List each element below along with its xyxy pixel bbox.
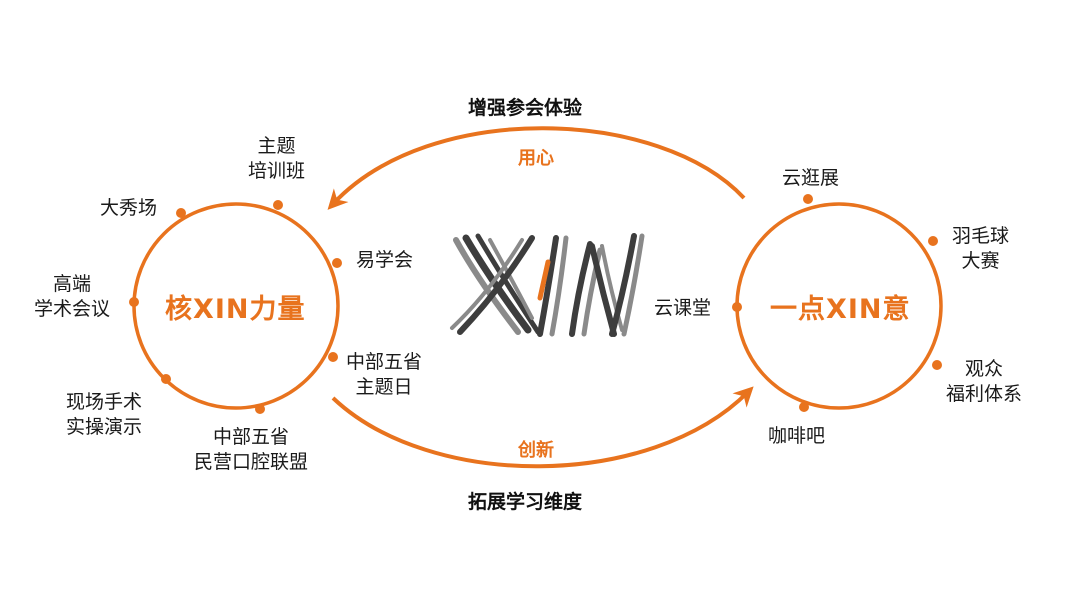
left-node-dot bbox=[328, 352, 338, 362]
left-circle-center-label: 核XIN力量 bbox=[165, 294, 306, 325]
top-flow-title: 增强参会体验 bbox=[468, 97, 583, 119]
right-circle-center-label: 一点XIN意 bbox=[770, 294, 911, 325]
left-item-label: 高端 学术会议 bbox=[34, 273, 111, 320]
left-item-label: 中部五省 主题日 bbox=[346, 351, 423, 398]
top-arc-label: 用心 bbox=[518, 148, 554, 169]
left-item-label: 现场手术 实操演示 bbox=[66, 391, 143, 438]
left-item-label: 大秀场 bbox=[100, 197, 158, 219]
left-node-dot bbox=[273, 200, 283, 210]
left-node-dot bbox=[176, 208, 186, 218]
left-node-dot bbox=[255, 404, 265, 414]
left-node-dot bbox=[129, 297, 139, 307]
left-item-label: 主题 培训班 bbox=[248, 135, 306, 182]
xin-logo-icon bbox=[450, 233, 645, 337]
right-node-dot bbox=[928, 236, 938, 246]
left-item-label: 易学会 bbox=[356, 249, 414, 271]
top-flow-arrow bbox=[327, 126, 746, 210]
right-node-dot bbox=[932, 360, 942, 370]
right-item-label: 羽毛球 大赛 bbox=[952, 225, 1010, 272]
right-node-dot bbox=[799, 402, 809, 412]
right-item-label: 云课堂 bbox=[654, 297, 712, 319]
right-node-dot bbox=[732, 302, 742, 312]
left-node-dot bbox=[161, 374, 171, 384]
right-node-dot bbox=[803, 194, 813, 204]
right-item-label: 观众 福利体系 bbox=[946, 358, 1023, 405]
bottom-flow-title: 拓展学习维度 bbox=[468, 491, 583, 513]
left-node-dot bbox=[332, 258, 342, 268]
left-item-label: 中部五省 民营口腔联盟 bbox=[194, 426, 309, 473]
bottom-flow-arrow bbox=[331, 386, 754, 469]
right-item-label: 云逛展 bbox=[782, 167, 840, 189]
bottom-arc-label: 创新 bbox=[518, 440, 554, 461]
right-item-label: 咖啡吧 bbox=[768, 425, 826, 447]
